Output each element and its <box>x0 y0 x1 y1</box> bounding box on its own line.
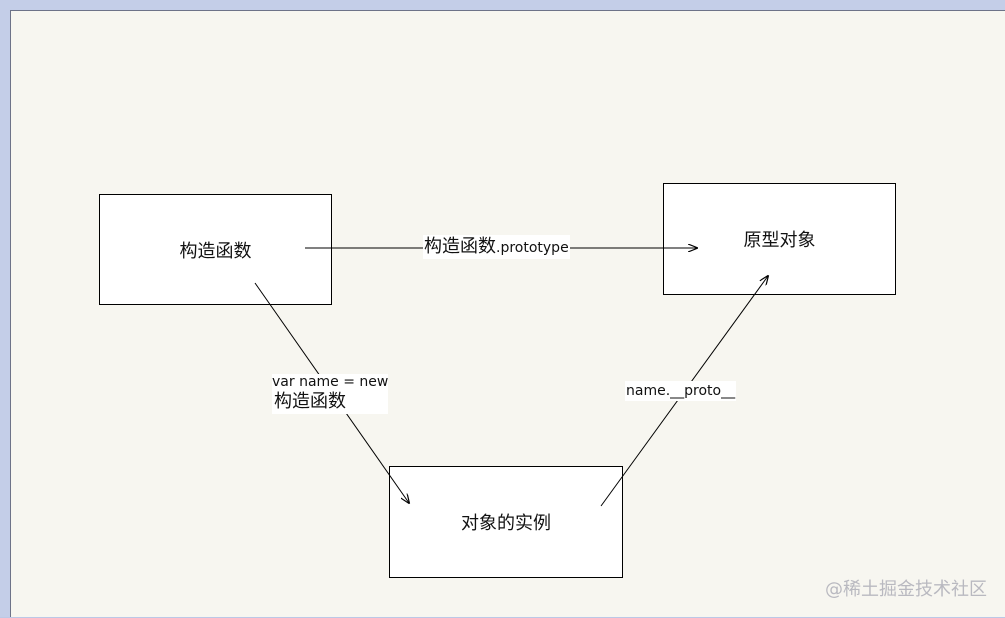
edge-new-label-line2: 构造函数 <box>274 391 346 412</box>
watermark: @稀土掘金技术社区 <box>825 579 987 600</box>
edge-new-label: var name = new 构造函数 <box>272 374 388 414</box>
node-instance[interactable]: 对象的实例 <box>389 466 623 578</box>
edge-proto-label-text: name.__proto__ <box>626 383 736 399</box>
edge-new-label-line1: var name = new <box>272 374 389 390</box>
diagram-canvas: 构造函数 原型对象 对象的实例 构造函数.prototype var name … <box>10 10 1005 617</box>
edge-prototype-label: 构造函数.prototype <box>423 235 570 259</box>
node-prototype-object[interactable]: 原型对象 <box>663 183 896 295</box>
node-prototype-object-label: 原型对象 <box>743 230 816 251</box>
edge-proto-label: name.__proto__ <box>625 381 737 401</box>
node-constructor[interactable]: 构造函数 <box>99 194 332 305</box>
edge-prototype-label-cn: 构造函数 <box>424 236 496 257</box>
edges-layer <box>254 11 1005 507</box>
node-constructor-label: 构造函数 <box>179 240 252 262</box>
edge-prototype-label-en: .prototype <box>496 240 569 256</box>
node-instance-label: 对象的实例 <box>461 513 551 534</box>
